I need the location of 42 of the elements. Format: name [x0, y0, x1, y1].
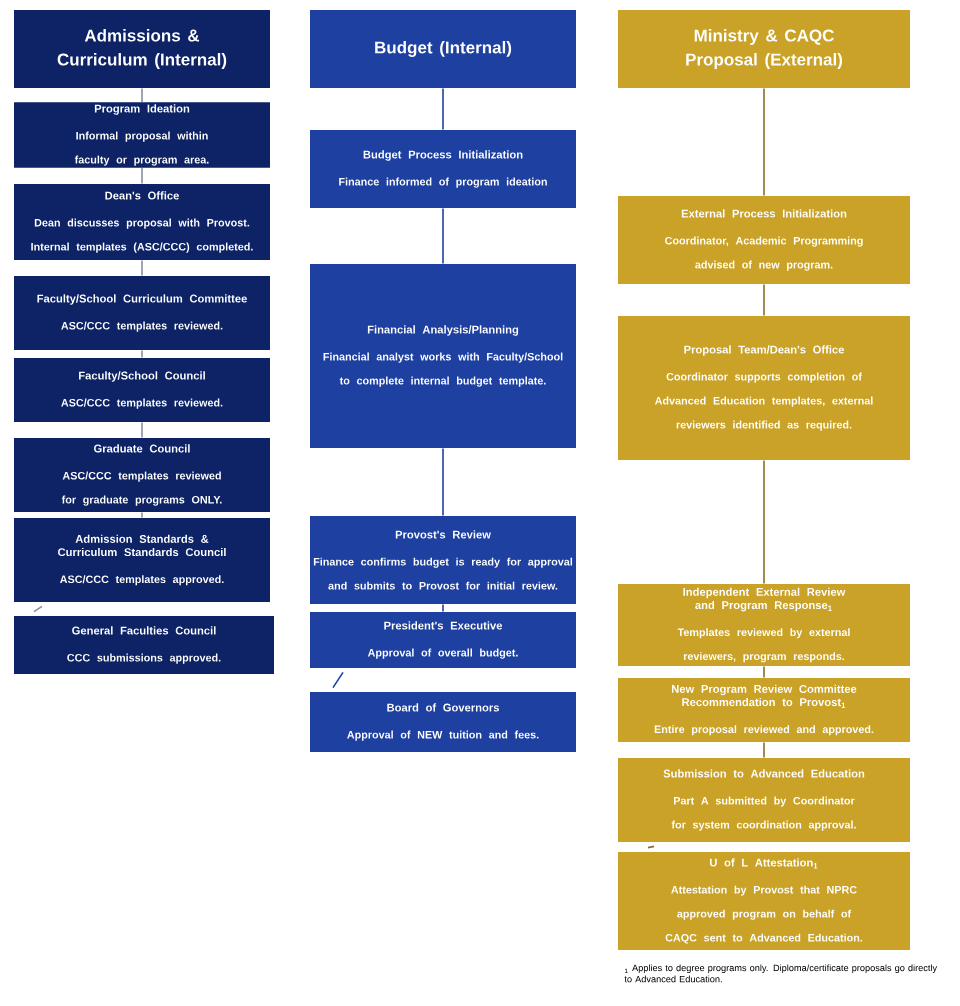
connector-line: [141, 421, 143, 439]
step-box: [14, 518, 270, 602]
column-header-box: [310, 10, 576, 88]
column-header-box: [618, 10, 910, 88]
step-box: [618, 316, 910, 460]
step-box: [618, 584, 910, 666]
step-box: [310, 612, 576, 668]
connector-line: [442, 207, 444, 265]
connector-line: [647, 845, 655, 849]
column-header: Admissions & Curriculum (Internal): [57, 29, 227, 69]
step-box: [618, 678, 910, 742]
connector-line: [763, 459, 765, 585]
step-box: [14, 102, 270, 168]
column-header: Budget (Internal): [375, 41, 512, 57]
connector-line: [442, 447, 444, 517]
step-box: [14, 276, 270, 350]
step-box: [310, 516, 576, 604]
connector-line: [141, 511, 143, 519]
connector-line: [33, 605, 43, 613]
step-box: [310, 264, 576, 448]
step-box: [618, 196, 910, 284]
step-box: [14, 616, 274, 674]
step-box: [618, 758, 910, 842]
connector-line: [763, 665, 765, 679]
connector-line: [141, 349, 143, 359]
connector-line: [763, 283, 765, 317]
connector-line: [141, 87, 143, 103]
step-box: [310, 130, 576, 208]
connector-line: [763, 741, 765, 759]
step-box: [14, 184, 270, 260]
connector-line: [442, 87, 444, 131]
connector-line: [442, 603, 444, 613]
column-header-box: [14, 10, 270, 88]
connector-line: [141, 259, 143, 277]
step-box: [310, 692, 576, 752]
connector-line: [141, 167, 143, 185]
connector-line: [763, 87, 765, 197]
connector-line: [332, 671, 344, 689]
step-box: [14, 358, 270, 422]
step-box: [618, 852, 910, 950]
step-box: [14, 438, 270, 512]
column-header: Ministry & CAQC Proposal (External): [686, 29, 843, 69]
